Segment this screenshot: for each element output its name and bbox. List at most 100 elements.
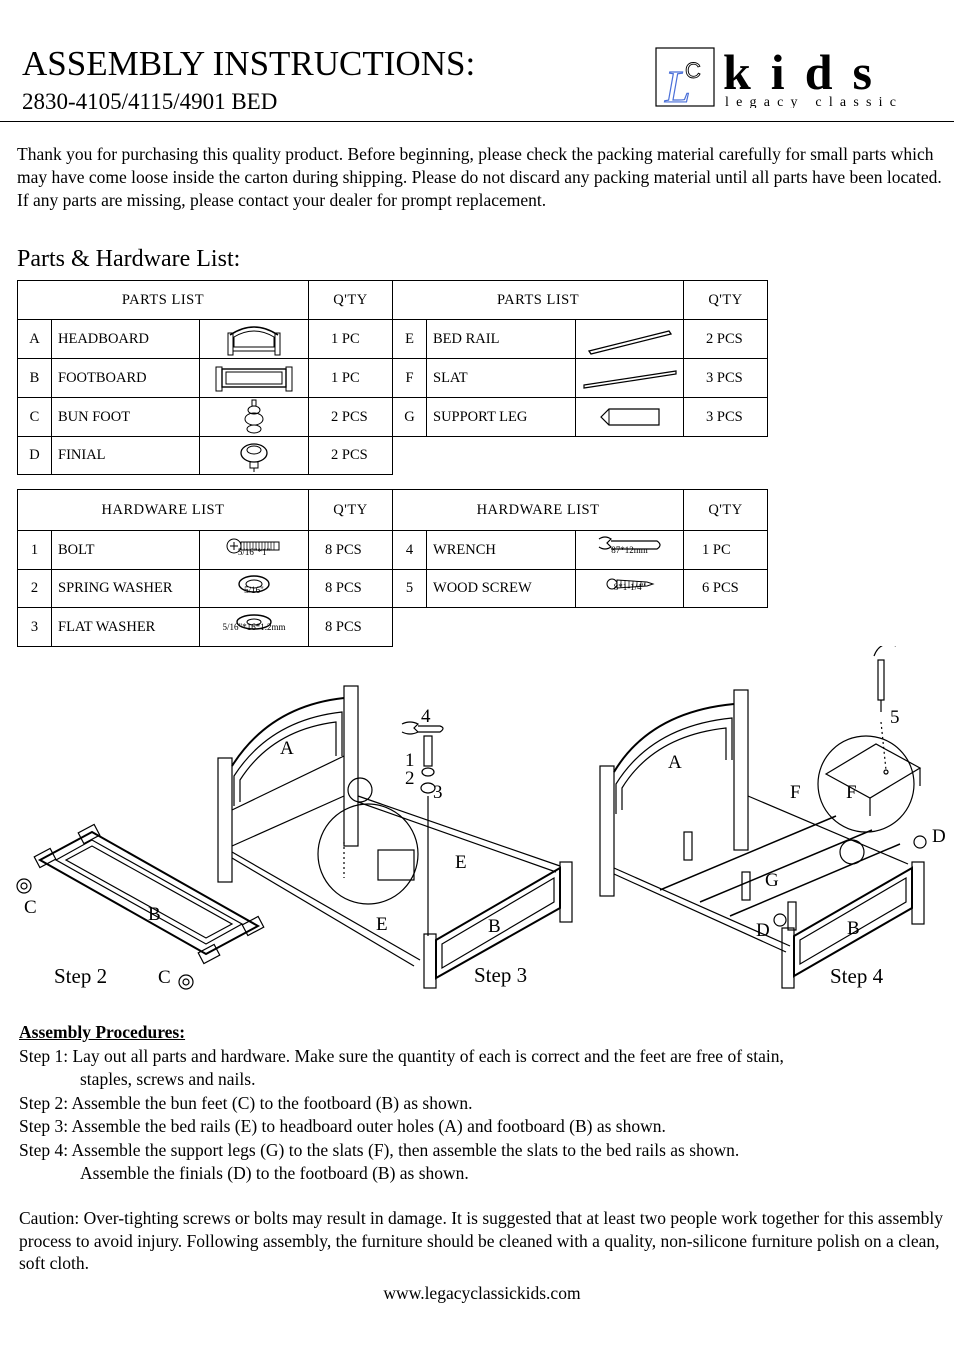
label-footboard-step2: B <box>148 904 161 925</box>
bed-rail-icon <box>576 321 683 357</box>
label-bolt: 1 <box>405 750 415 771</box>
part-letter: F <box>392 358 428 398</box>
hardware-qty: 1 PC <box>683 530 769 570</box>
page-title: ASSEMBLY INSTRUCTIONS: <box>22 44 476 83</box>
part-letter: E <box>392 319 428 359</box>
part-qty: 2 PCS <box>308 436 394 475</box>
label-rail-upper: E <box>455 852 467 873</box>
step3-hardware-drawing <box>401 721 444 936</box>
qty-header: Q'TY <box>683 489 769 531</box>
hardware-name: FLAT WASHER <box>51 607 200 647</box>
footboard-icon <box>200 363 308 393</box>
svg-text:kids: kids <box>723 44 892 100</box>
caution-paragraph: Caution: Over-tighting screws or bolts m… <box>19 1208 944 1273</box>
step4-label: Step 4 <box>830 964 884 988</box>
step4-bed-frame-drawing <box>599 646 927 989</box>
website-url: www.legacyclassickids.com <box>383 1283 581 1303</box>
hardware-number: 5 <box>392 569 428 608</box>
wood-screw-icon: 8*1-1/4" <box>576 578 683 592</box>
header-divider <box>0 121 954 122</box>
part-letter: B <box>17 358 52 398</box>
step1-text: Step 1: Lay out all parts and hardware. … <box>19 1045 784 1066</box>
headboard-icon <box>200 321 308 357</box>
part-name: SUPPORT LEG <box>426 397 577 437</box>
part-qty: 1 PC <box>308 319 394 359</box>
part-qty: 1 PC <box>308 358 394 398</box>
label-slat-1: F <box>790 782 801 803</box>
parts-list-header: PARTS LIST <box>16 280 310 320</box>
label-wood-screw: 5 <box>890 707 900 728</box>
step4-text: Step 4: Assemble the support legs (G) to… <box>19 1139 740 1160</box>
label-rail-lower: E <box>376 914 388 935</box>
part-letter: C <box>17 397 52 437</box>
part-letter: A <box>17 319 52 359</box>
wrench-icon: 87*12mm <box>576 536 683 555</box>
part-letter: D <box>17 436 52 475</box>
part-name: BED RAIL <box>426 319 577 359</box>
label-slat-2: F <box>846 782 857 803</box>
hardware-list-header: HARDWARE LIST <box>392 489 685 531</box>
hardware-spec: 5/16" <box>244 584 264 595</box>
part-qty: 2 PCS <box>683 319 769 359</box>
step3-text: Step 3: Assemble the bed rails (E) to he… <box>19 1116 666 1136</box>
qty-header: Q'TY <box>683 280 769 320</box>
part-name: BUN FOOT <box>51 397 200 437</box>
step3-label: Step 3 <box>474 963 527 987</box>
svg-text:legacy classic: legacy classic <box>725 95 903 108</box>
label-finial-right: D <box>932 826 946 847</box>
assembly-procedures: Assembly Procedures: Step 1: Lay out all… <box>19 1021 949 1186</box>
label-footboard-step3: B <box>488 916 501 937</box>
hardware-table: HARDWARE LIST Q'TY HARDWARE LIST Q'TY 1 … <box>16 489 769 647</box>
intro-paragraph: Thank you for purchasing this quality pr… <box>17 144 942 210</box>
part-qty: 3 PCS <box>683 358 769 398</box>
label-finial-left: D <box>756 920 770 941</box>
label-flat-washer: 3 <box>433 782 443 803</box>
model-number: 2830-4105/4115/4901 BED <box>22 89 278 114</box>
label-bun-foot-bottom: C <box>158 967 171 988</box>
procedures-heading: Assembly Procedures: <box>19 1022 186 1042</box>
hardware-number: 2 <box>17 569 52 608</box>
hardware-number: 1 <box>17 530 52 570</box>
hardware-name: SPRING WASHER <box>51 569 200 608</box>
hardware-list-header: HARDWARE LIST <box>16 489 310 531</box>
qty-header: Q'TY <box>308 489 394 531</box>
step4-text-cont: Assemble the finials (D) to the footboar… <box>80 1163 469 1183</box>
bolt-icon: 5/16"*1" <box>200 538 308 557</box>
part-name: SLAT <box>426 358 577 398</box>
step1-text-cont: staples, screws and nails. <box>80 1069 256 1089</box>
label-bun-foot-left: C <box>24 897 37 918</box>
label-spring-washer: 2 <box>405 768 415 789</box>
legacy-classic-kids-logo: L C kids legacy classic <box>655 44 903 108</box>
hardware-number: 3 <box>17 607 52 647</box>
qty-header: Q'TY <box>308 280 394 320</box>
svg-text:C: C <box>685 58 701 83</box>
bun-foot-icon <box>200 399 308 435</box>
label-headboard-step3: A <box>280 738 294 759</box>
parts-list-header: PARTS LIST <box>392 280 685 320</box>
hardware-number: 4 <box>392 530 428 570</box>
label-headboard-step4: A <box>668 752 682 773</box>
hardware-spec: 87*12mm <box>611 545 648 555</box>
finial-icon <box>200 439 308 473</box>
label-footboard-step4: B <box>847 918 860 939</box>
step3-bed-frame-drawing <box>217 685 573 989</box>
spring-washer-icon: 5/16" <box>200 574 308 595</box>
hardware-name: BOLT <box>51 530 200 570</box>
step2-footboard-drawing <box>16 823 265 990</box>
step2-text: Step 2: Assemble the bun feet (C) to the… <box>19 1092 473 1113</box>
assembly-diagram: A B C C E E B 4 1 2 3 A F F G D D B 5 St… <box>16 646 946 990</box>
part-letter: G <box>392 397 428 437</box>
hardware-spec: 5/16"*16*1.2mm <box>222 622 286 632</box>
part-name: FINIAL <box>51 436 200 475</box>
hardware-qty: 6 PCS <box>683 569 769 608</box>
part-name: FOOTBOARD <box>51 358 200 398</box>
hardware-qty: 8 PCS <box>308 607 394 647</box>
hardware-name: WRENCH <box>426 530 577 570</box>
hardware-spec: 8*1-1/4" <box>613 581 646 592</box>
hardware-qty: 8 PCS <box>308 569 394 608</box>
svg-text:L: L <box>664 61 691 108</box>
label-wrench: 4 <box>421 706 431 727</box>
label-support-leg: G <box>765 870 779 891</box>
hardware-qty: 8 PCS <box>308 530 394 570</box>
parts-table: PARTS LIST Q'TY PARTS LIST Q'TY A HEADBO… <box>16 280 769 475</box>
